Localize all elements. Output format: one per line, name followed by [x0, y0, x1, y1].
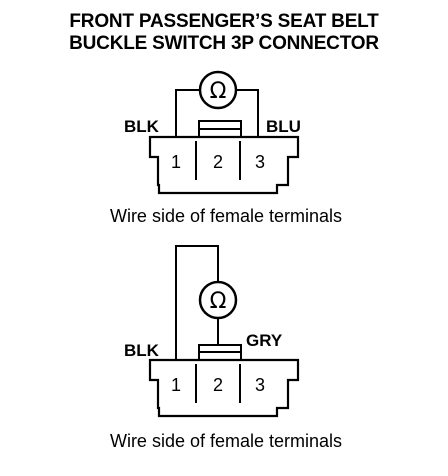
caption-1: Wire side of female terminals: [110, 206, 342, 226]
lead-left-1: [175, 89, 200, 137]
diagram-2: [148, 245, 300, 418]
ohmmeter-1: [198, 70, 238, 110]
connector-housing-1: [148, 135, 300, 195]
ohmmeter-2: [198, 280, 238, 320]
wire-label-gry-2: GRY: [246, 331, 283, 350]
wire-label-blu-1: BLU: [266, 117, 301, 136]
ohm-symbol-1: Ω: [210, 79, 227, 104]
lead-left-2: [175, 245, 219, 360]
diagram-1: [148, 70, 300, 195]
wire-label-blk-2: BLK: [124, 341, 160, 360]
lead-right-1: [236, 89, 259, 137]
ohm-symbol-2: Ω: [210, 289, 227, 314]
connector-housing-2: [148, 358, 300, 418]
pin-1-label: 1: [171, 152, 181, 172]
pin-3-label: 3: [255, 152, 265, 172]
pin-2-label-2: 2: [213, 375, 223, 395]
pin-2-label: 2: [213, 152, 223, 172]
pin-3-label-2: 3: [255, 375, 265, 395]
wire-label-blk-1: BLK: [124, 117, 160, 136]
caption-2: Wire side of female terminals: [110, 431, 342, 451]
title-line-1: FRONT PASSENGER’S SEAT BELT: [69, 11, 379, 32]
title-line-2: BUCKLE SWITCH 3P CONNECTOR: [69, 33, 379, 54]
pin-1-label-2: 1: [171, 375, 181, 395]
